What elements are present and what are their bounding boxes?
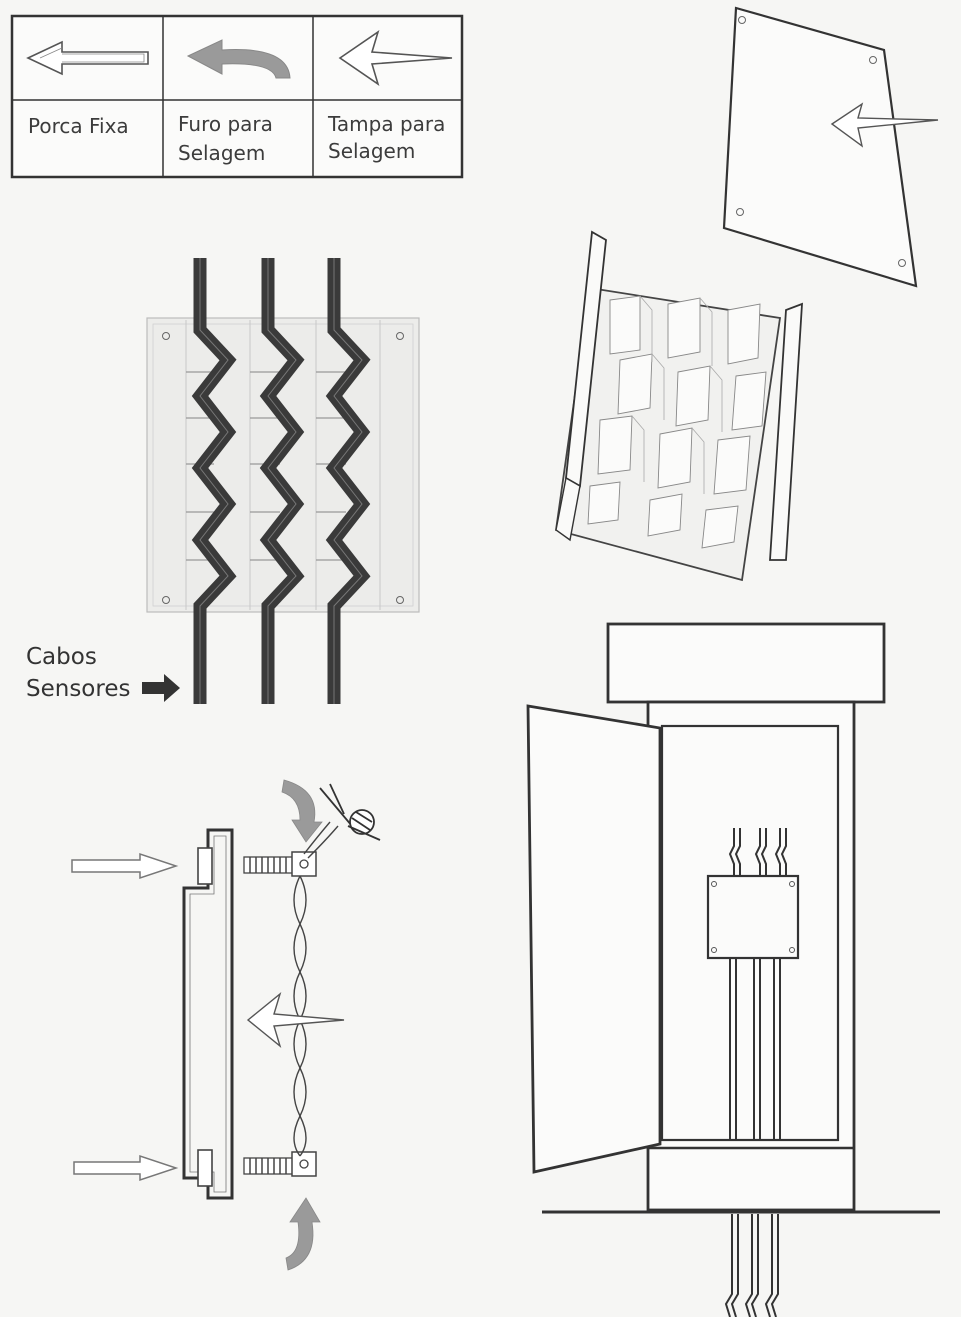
legend-table: Porca Fixa Furo para Selagem Tampa para … [10, 14, 464, 179]
legend-label-furo-line2: Selagem [178, 141, 265, 165]
sealing-box [706, 874, 800, 960]
cable-clamp-block [146, 258, 420, 704]
seal-screw-top [243, 851, 317, 877]
nut-arrow-bottom-icon [73, 1154, 179, 1182]
cabinet-roof [606, 622, 886, 704]
cable-label-line2: Sensores [26, 676, 130, 702]
legend-label-tampa-line1: Tampa para [327, 112, 445, 136]
cable-label: Cabos Sensores [26, 644, 180, 702]
seal-screw-bottom [243, 1151, 317, 1177]
sealing-cover-plate [722, 6, 939, 288]
fixed-nut-bottom [197, 1149, 213, 1187]
clamp-insert-3d [554, 230, 803, 582]
hollow-left-arrow-icon [26, 40, 149, 76]
seal-cover-arrow-icon [246, 992, 345, 1048]
open-left-arrowhead-icon [338, 30, 453, 86]
legend-label-porca-fixa: Porca Fixa [28, 114, 129, 138]
sealing-side-view [71, 779, 381, 1271]
seal-hole-arrow-top-icon [281, 779, 323, 843]
cable-pointer-arrow-icon [142, 674, 180, 702]
cable-label-line1: Cabos [26, 644, 97, 670]
legend-label-furo-line1: Furo para [178, 112, 273, 136]
nut-arrow-top-icon [71, 852, 179, 880]
seal-hole-arrow-bottom-icon [285, 1197, 321, 1271]
fixed-nut-top [197, 847, 213, 885]
cover-arrow-icon [830, 102, 939, 148]
cabinet-open-door [526, 704, 662, 1174]
lead-seal-icon [319, 783, 381, 841]
legend-label-tampa-line2: Selagem [328, 139, 415, 163]
electrical-cabinet [526, 622, 940, 1317]
curved-back-arrow-icon [186, 39, 291, 79]
